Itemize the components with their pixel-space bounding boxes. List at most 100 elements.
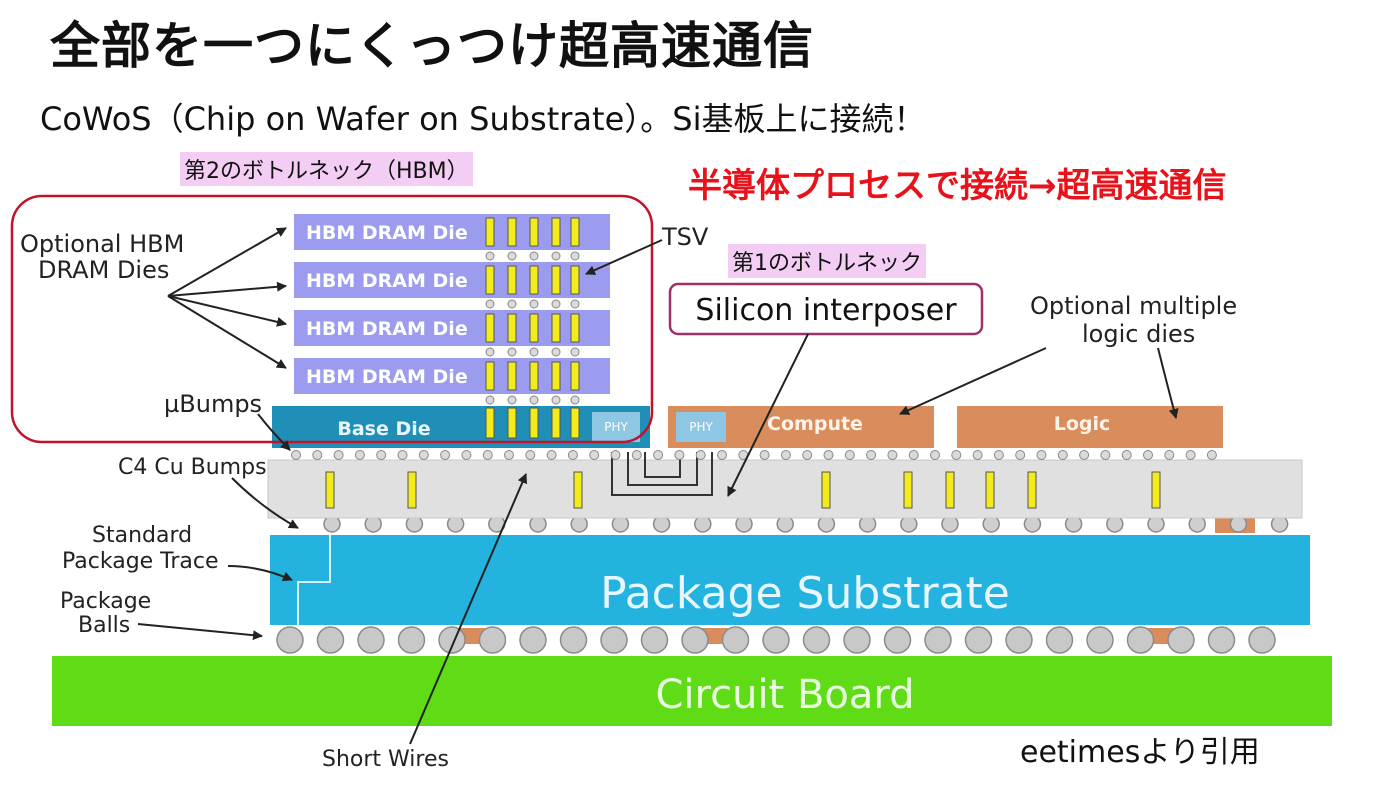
package-ball: [681, 626, 709, 654]
package-ball: [438, 626, 466, 654]
base-phy-label: PHY: [604, 420, 628, 434]
hbm-tsv: [529, 313, 539, 343]
hbm-dram-die-label: HBM DRAM Die: [306, 270, 468, 292]
micro-bump: [1206, 450, 1217, 460]
micro-bump: [823, 450, 834, 460]
hbm-micro-bump: [570, 395, 580, 405]
hbm-micro-bump: [529, 299, 539, 309]
interposer-tsv: [407, 471, 417, 509]
package-ball: [316, 626, 345, 654]
package-ball: [1207, 626, 1236, 654]
trace-label-1: Standard: [92, 523, 192, 548]
interposer-tsv: [945, 471, 955, 509]
micro-bump: [738, 450, 749, 460]
c4-bump: [817, 515, 836, 533]
micro-bump: [1121, 450, 1132, 460]
interposer-callout-label: Silicon interposer: [695, 293, 957, 328]
micro-bump: [354, 450, 365, 460]
hbm-dram-die-label: HBM DRAM Die: [306, 222, 468, 244]
micro-bump: [546, 450, 557, 460]
package-substrate: [270, 535, 1310, 625]
logic-dies-label-2: logic dies: [1082, 320, 1195, 348]
c4-bump: [1147, 515, 1165, 533]
package-ball: [1005, 626, 1033, 654]
micro-bump: [589, 450, 600, 460]
hbm-tsv: [485, 361, 495, 391]
hbm-micro-bump: [507, 251, 517, 261]
c4-bump: [1023, 515, 1042, 533]
interposer-tsv: [1027, 471, 1037, 509]
balls-label-1: Package: [60, 589, 151, 614]
package-ball: [519, 626, 547, 654]
hbm-tsv: [551, 313, 561, 343]
c4-bump: [1270, 515, 1289, 533]
package-ball: [964, 626, 993, 654]
interposer-tsv: [573, 471, 583, 509]
package-ball: [478, 626, 507, 654]
hbm-tsv: [570, 361, 580, 391]
short-wires: [611, 452, 713, 496]
micro-bump: [418, 450, 429, 460]
package-ball: [357, 626, 385, 654]
micro-bump: [1036, 450, 1047, 460]
hbm-tsv: [485, 217, 495, 247]
hbm-micro-bump: [551, 347, 561, 357]
bottleneck-2-label: 第2のボトルネック（HBM）: [180, 152, 473, 186]
hbm-dram-die: [294, 214, 610, 250]
package-ball: [721, 626, 750, 654]
hbm-micro-bump: [551, 251, 561, 261]
package-ball: [640, 626, 669, 654]
hbm-micro-bump: [485, 299, 495, 309]
hbm-micro-bump: [529, 251, 539, 261]
hbm-dram-die-label: HBM DRAM Die: [306, 318, 468, 340]
hbm-tsv: [529, 217, 539, 247]
hbm-tsv: [529, 265, 539, 295]
c4-bump: [1106, 515, 1124, 533]
micro-bump: [376, 450, 387, 460]
micro-bump: [312, 450, 323, 460]
circuit-board: [52, 656, 1332, 726]
hbm-tsv: [485, 313, 495, 343]
package-substrate-label: Package Substrate: [600, 568, 1010, 619]
tsv-label: TSV: [661, 223, 709, 251]
interposer-tsv: [325, 471, 335, 509]
c4-label: C4 Cu Bumps: [118, 455, 267, 480]
compute-die: [668, 406, 934, 448]
hbm-tsv: [551, 217, 561, 247]
package-balls: [276, 626, 1276, 654]
hbm-tsv: [485, 265, 495, 295]
package-ball: [276, 626, 304, 654]
micro-bump: [1079, 450, 1090, 460]
c4-bump: [1188, 515, 1206, 533]
package-ball: [843, 626, 871, 654]
micro-bump: [1164, 450, 1175, 460]
c4-bump: [776, 515, 794, 533]
micro-bump: [866, 450, 877, 460]
micro-bump: [802, 450, 813, 460]
micro-bump: [525, 450, 536, 460]
circuit-board-label: Circuit Board: [655, 672, 914, 718]
hbm-dies-label-2: DRAM Dies: [38, 256, 169, 284]
c4-bump: [323, 515, 341, 533]
base-die: [272, 406, 650, 448]
hbm-micro-bump: [485, 395, 495, 405]
base-die-tsv: [570, 407, 580, 439]
c4-bump: [611, 515, 630, 533]
package-ball: [1126, 626, 1155, 654]
package-ball: [883, 626, 912, 654]
package-ball: [559, 626, 588, 654]
ubumps-label: µBumps: [164, 390, 262, 418]
slide-title: 全部を一つにくっつけ超高速通信: [50, 17, 814, 75]
package-ball: [600, 626, 628, 654]
micro-bump: [567, 450, 578, 460]
micro-bump: [291, 450, 301, 460]
hbm-tsv: [570, 265, 580, 295]
package-ball: [1248, 626, 1276, 654]
interposer-tsv: [1151, 471, 1161, 509]
hbm-tsv: [529, 361, 539, 391]
base-phy: [592, 412, 640, 442]
c4-bump: [529, 515, 547, 533]
package-trace: [297, 535, 331, 625]
hbm-tsv: [507, 217, 517, 247]
package-decap: [690, 628, 736, 644]
